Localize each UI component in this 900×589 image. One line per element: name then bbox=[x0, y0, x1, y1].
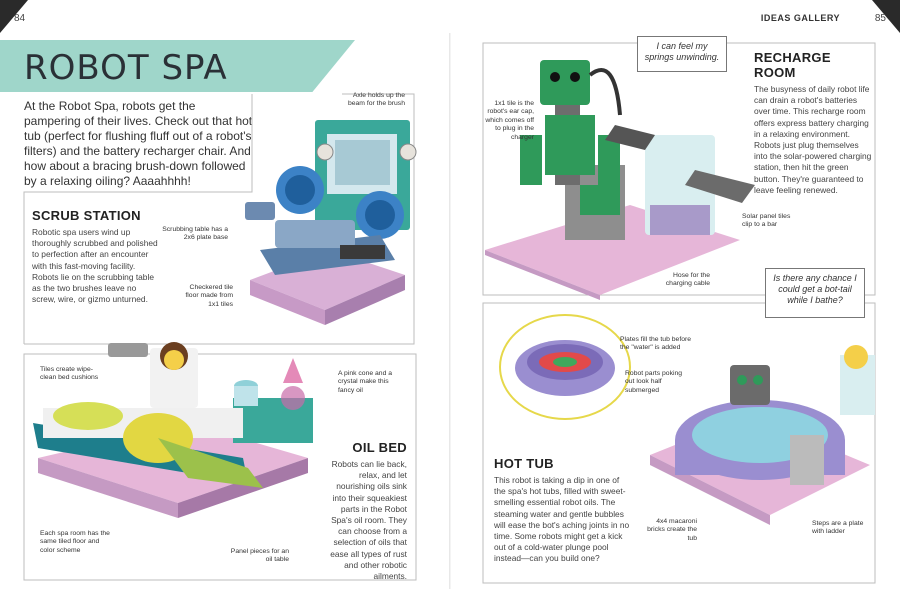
recharge-body: The busyness of daily robot life can dra… bbox=[754, 84, 872, 195]
caption-ear-cap: 1x1 tile is the robot's ear cap, which c… bbox=[485, 100, 534, 141]
oil-bed-text: OIL BED Robots can lie back, relax, and … bbox=[325, 440, 407, 582]
caption-macaroni: 4x4 macaroni bricks create the tub bbox=[647, 518, 697, 542]
recharge-model bbox=[485, 60, 755, 300]
caption-hose: Hose for the charging cable bbox=[665, 272, 710, 288]
hottub-frame bbox=[482, 302, 876, 584]
caption-scrubbing-table: Scrubbing table has a 2x6 plate base bbox=[162, 226, 228, 242]
corner-tab-right bbox=[872, 0, 900, 33]
caption-robot-parts: Robot parts poking out look half submerg… bbox=[625, 370, 683, 394]
recharge-heading: RECHARGE ROOM bbox=[754, 50, 831, 80]
caption-panel-pieces: Panel pieces for an oil table bbox=[230, 548, 289, 564]
caption-axle: Axle holds up the beam for the brush bbox=[347, 92, 405, 108]
hottub-text: HOT TUB This robot is taking a dip in on… bbox=[494, 456, 630, 565]
page-fold bbox=[449, 33, 451, 589]
oil-bed-model bbox=[33, 342, 313, 518]
caption-steps: Steps are a plate with ladder bbox=[812, 520, 864, 536]
hottub-heading: HOT TUB bbox=[494, 456, 554, 471]
caption-plates: Plates fill the tub before the "water" i… bbox=[620, 336, 692, 352]
page-header: 84 IDEAS GALLERY 85 bbox=[0, 0, 900, 33]
intro-text: At the Robot Spa, robots get the pamperi… bbox=[24, 99, 253, 188]
scrub-station-body: Robotic spa users wind up thoroughly scr… bbox=[32, 227, 158, 305]
scrub-station-model bbox=[245, 120, 417, 325]
hottub-model bbox=[650, 345, 875, 525]
scrub-station-heading: SCRUB STATION bbox=[32, 208, 141, 223]
scrub-station-text: SCRUB STATION Robotic spa users wind up … bbox=[32, 208, 162, 305]
page-title: ROBOT SPA bbox=[24, 48, 228, 88]
title-band bbox=[0, 40, 355, 92]
caption-checkered-tile: Checkered tile floor made from 1x1 tiles bbox=[185, 284, 233, 308]
caption-tiles-cushions: Tiles create wipe-clean bed cushions bbox=[40, 366, 99, 382]
hottub-inset bbox=[499, 314, 631, 420]
page-number-left: 84 bbox=[14, 13, 26, 24]
recharge-text: RECHARGE ROOM The busyness of daily robo… bbox=[754, 50, 872, 196]
running-title: IDEAS GALLERY bbox=[760, 13, 840, 23]
scrub-frame bbox=[23, 93, 415, 345]
recharge-speech-bubble: I can feel my springs unwinding. bbox=[637, 36, 727, 72]
corner-tab-left bbox=[0, 0, 28, 33]
oil-bed-body: Robots can lie back, relax, and let nour… bbox=[330, 459, 407, 582]
caption-solar-panel: Solar panel tiles clip to a bar bbox=[742, 213, 791, 229]
caption-spa-room: Each spa room has the same tiled floor a… bbox=[40, 530, 110, 554]
caption-pink-cone: A pink cone and a crystal make this fanc… bbox=[338, 370, 393, 394]
page-number-right: 85 bbox=[874, 13, 886, 24]
hottub-speech-bubble: Is there any chance I could get a bot-ta… bbox=[765, 268, 865, 318]
oil-bed-heading: OIL BED bbox=[352, 440, 407, 455]
oil-bed-frame bbox=[23, 353, 417, 581]
hottub-body: This robot is taking a dip in one of the… bbox=[494, 475, 630, 564]
